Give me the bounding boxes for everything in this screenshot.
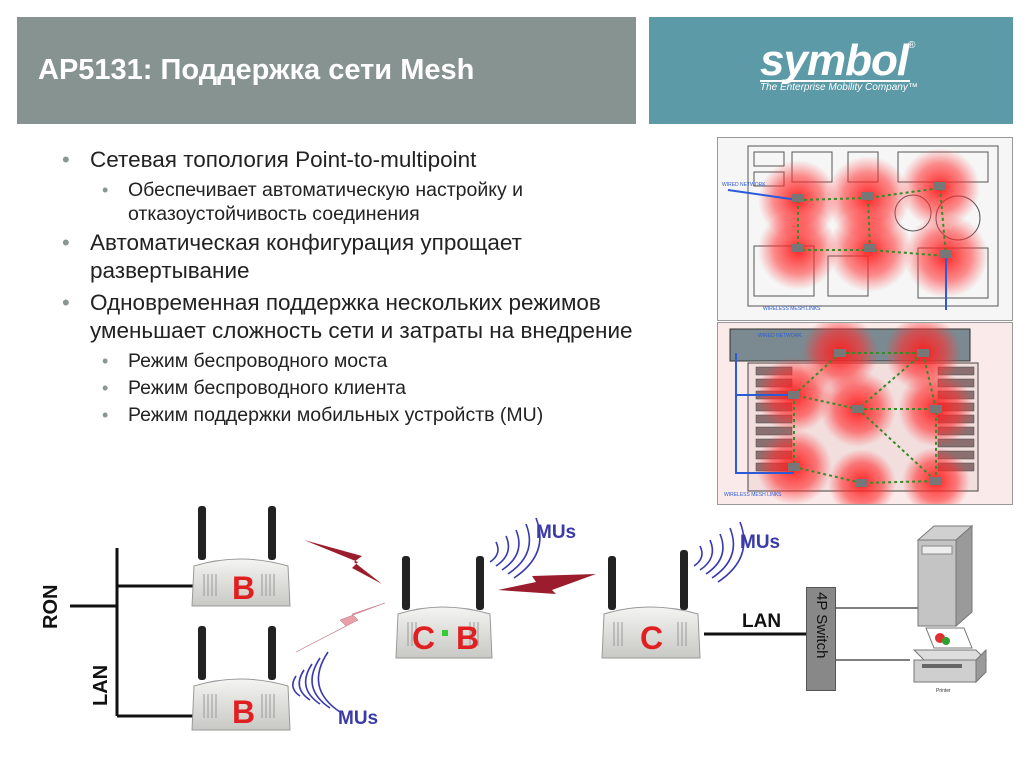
bullet-item: • Автоматическая конфигурация упрощает ра… bbox=[62, 229, 650, 285]
printer-icon: Printer bbox=[912, 627, 988, 694]
ron-label: RON bbox=[40, 584, 62, 629]
wireless-bridge-bolts bbox=[295, 540, 596, 653]
bullet-dot: • bbox=[62, 290, 70, 315]
bridge-bolt bbox=[498, 574, 596, 594]
heat-blobs bbox=[758, 148, 988, 298]
access-point bbox=[191, 626, 291, 731]
floorplan-bottom-svg: WIRED NETWORK WIRELESS MESH LINKS bbox=[718, 323, 1012, 504]
floorplan-top-svg: WIRED NETWORK WIRELESS MESH LINKS bbox=[718, 138, 1012, 320]
ap-mode-letter-c: C bbox=[412, 620, 436, 656]
mu-wave-icon bbox=[489, 517, 541, 579]
bullet-dot: • bbox=[102, 351, 109, 371]
mus-label: MUs bbox=[338, 708, 379, 729]
logo-underline bbox=[760, 80, 910, 82]
sub-bullet-item: • Режим поддержки мобильных устройств (MU… bbox=[62, 403, 722, 427]
bridge-bolt bbox=[295, 602, 386, 653]
logo-box bbox=[649, 17, 1013, 124]
bullet-item: • Сетевая топология Point-to-multipoint bbox=[62, 146, 722, 174]
floorplan-bottom-image: WIRED NETWORK WIRELESS MESH LINKS bbox=[717, 322, 1013, 505]
switch-label: 4P Switch bbox=[813, 592, 830, 659]
bullet-text: Сетевая топология Point-to-multipoint bbox=[90, 147, 477, 172]
floorplan-top-image: WIRED NETWORK WIRELESS MESH LINKS bbox=[717, 137, 1013, 321]
mus-label: MUs bbox=[536, 522, 577, 543]
logo-tagline: The Enterprise Mobility Company™ bbox=[760, 82, 918, 93]
bullet-text: Режим поддержки мобильных устройств (MU) bbox=[128, 404, 544, 426]
wired-network-label: WIRED NETWORK bbox=[758, 333, 802, 339]
symbol-logo-text: symbol bbox=[760, 36, 909, 85]
lan-right-label: LAN bbox=[742, 611, 782, 632]
mesh-network-diagram: Printer bbox=[70, 506, 988, 731]
lan-left-label: LAN bbox=[90, 664, 112, 706]
mu-wave-icon bbox=[693, 521, 745, 583]
access-point bbox=[601, 550, 701, 659]
printer-caption: Printer bbox=[936, 688, 951, 694]
ap-mode-letter-b: B bbox=[456, 620, 480, 656]
access-point bbox=[191, 506, 291, 607]
mu-wave-icon bbox=[292, 651, 341, 713]
bridge-bolt bbox=[304, 540, 382, 584]
wireless-mesh-label: WIRELESS MESH LINKS bbox=[763, 306, 821, 312]
wired-links bbox=[70, 548, 806, 718]
mus-label: MUs bbox=[740, 532, 781, 553]
title-bar bbox=[17, 17, 636, 124]
bullet-dot: • bbox=[102, 405, 109, 425]
ap-mode-letter-c: C bbox=[640, 620, 664, 656]
bullet-text: Режим беспроводного клиента bbox=[128, 377, 407, 399]
bullet-text: Автоматическая конфигурация упрощает раз… bbox=[90, 230, 522, 283]
ap-mode-letter-b: B bbox=[232, 694, 256, 730]
sub-bullet-item: • Режим беспроводного моста bbox=[62, 349, 722, 373]
slide-title: AP5131: Поддержка сети Mesh bbox=[38, 54, 475, 86]
registered-mark: ® bbox=[908, 40, 916, 51]
bullet-list: • Сетевая топология Point-to-multipoint •… bbox=[62, 146, 722, 430]
bullet-dot: • bbox=[62, 147, 70, 172]
mu-wave-icons bbox=[292, 517, 745, 713]
status-led bbox=[442, 630, 448, 636]
bullet-dot: • bbox=[62, 230, 70, 255]
ap-mode-letter-b: B bbox=[232, 570, 256, 606]
sub-bullet-item: • Режим беспроводного клиента bbox=[62, 376, 722, 400]
wireless-mesh-label: WIRELESS MESH LINKS bbox=[724, 492, 782, 498]
switch-box bbox=[806, 587, 836, 691]
server-icon bbox=[916, 524, 974, 628]
wired-network-label: WIRED NETWORK bbox=[722, 182, 766, 188]
bullet-dot: • bbox=[102, 378, 109, 398]
bullet-item: • Одновременная поддержка нескольких режи… bbox=[62, 289, 710, 345]
bullet-text: Одновременная поддержка нескольких режим… bbox=[90, 290, 633, 343]
bullet-text: Обеспечивает автоматическую настройку и … bbox=[128, 179, 524, 225]
bullet-dot: • bbox=[102, 180, 109, 200]
sub-bullet-item: • Обеспечивает автоматическую настройку и… bbox=[62, 178, 688, 226]
bullet-text: Режим беспроводного моста bbox=[128, 350, 388, 372]
